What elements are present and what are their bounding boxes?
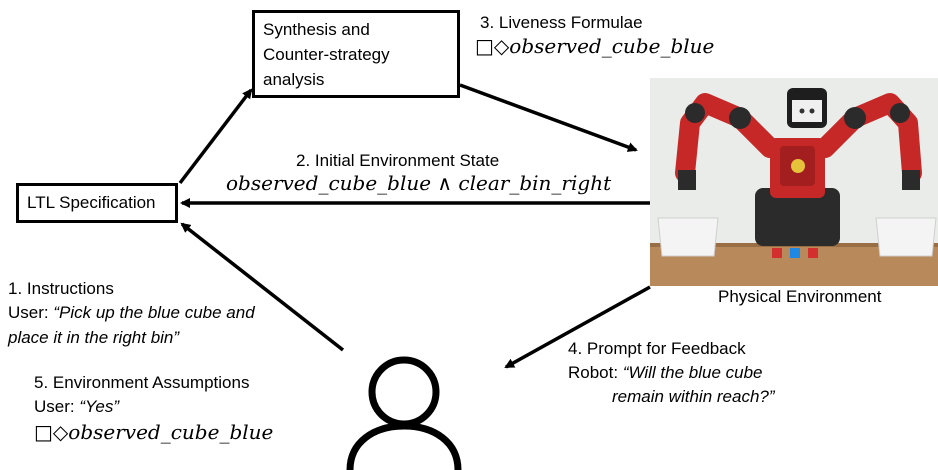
- instructions-quote-line-2: place it in the right bin”: [8, 328, 180, 347]
- physical-environment-label: Physical Environment: [718, 287, 882, 306]
- assumptions-user-line: User: “Yes”: [34, 396, 119, 418]
- baxter-robot-photo: [650, 78, 938, 286]
- synthesis-line-3: analysis: [263, 70, 325, 89]
- ltl-specification-box: LTL Specification: [16, 183, 178, 223]
- instructions-user-prefix: User:: [8, 303, 54, 322]
- arrow-ltl-to-synthesis: [178, 88, 253, 185]
- instructions-quote-line-1: “Pick up the blue cube and: [53, 303, 255, 322]
- instructions-title: 1. Instructions: [8, 279, 114, 298]
- feedback-quote-line-1: “Will the blue cube: [622, 363, 763, 382]
- arrow-robot-to-user: [504, 285, 651, 369]
- liveness-title: 3. Liveness Formulae: [480, 13, 643, 32]
- initial-state-title: 2. Initial Environment State: [296, 151, 500, 170]
- feedback-quote-line-2: remain within reach?”: [612, 387, 775, 406]
- arrow-user-to-ltl: [180, 222, 345, 352]
- synthesis-line-1: Synthesis and: [263, 20, 370, 39]
- assumptions-formula: □◇observed_cube_blue: [34, 420, 274, 444]
- synthesis-line-2: Counter-strategy: [263, 45, 390, 64]
- feedback-robot-line: Robot: “Will the blue cube: [568, 362, 763, 384]
- person-outline-icon: [346, 356, 462, 470]
- assumptions-title: 5. Environment Assumptions: [34, 373, 250, 392]
- initial-state-formula: observed_cube_blue ∧ clear_bin_right: [226, 171, 612, 195]
- synthesis-box: Synthesis and Counter-strategy analysis: [252, 10, 460, 98]
- assumptions-quote: “Yes”: [79, 397, 120, 416]
- instructions-user-line: User: “Pick up the blue cube and: [8, 302, 255, 324]
- feedback-title: 4. Prompt for Feedback: [568, 339, 746, 358]
- liveness-formula: □◇observed_cube_blue: [475, 34, 715, 58]
- assumptions-user-prefix: User:: [34, 397, 80, 416]
- ltl-specification-label: LTL Specification: [27, 193, 156, 212]
- arrow-synthesis-to-robot: [459, 83, 638, 152]
- feedback-robot-prefix: Robot:: [568, 363, 623, 382]
